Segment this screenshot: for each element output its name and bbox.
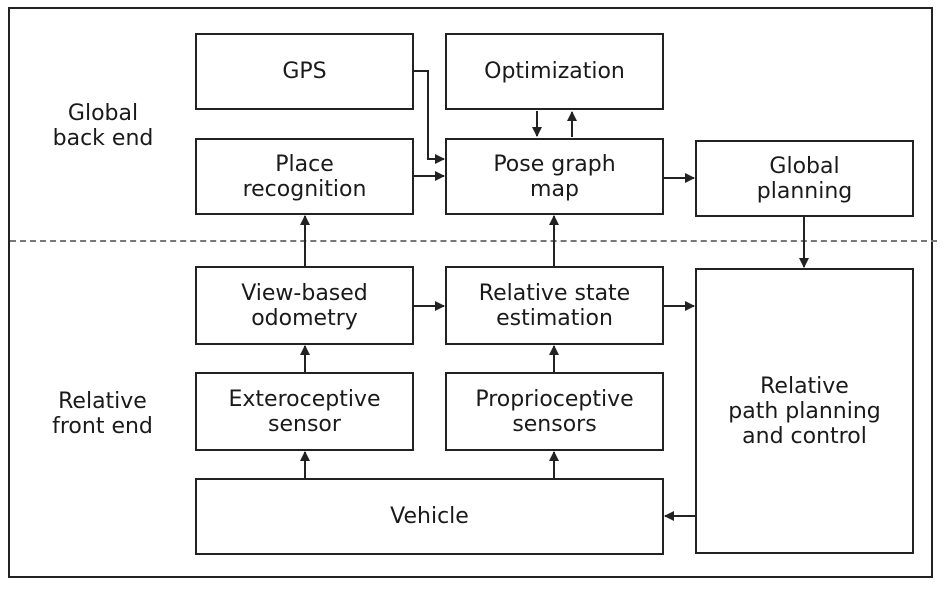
label-relative-front-end: Relative front end [35,389,170,439]
box-proprioceptive-sensors-line-1: Proprioceptive [475,386,634,412]
box-relative-path-planning: Relative path planning and control [695,268,914,554]
box-relative-path-planning-line-3: and control [742,423,867,449]
box-view-based-odometry: View-based odometry [195,266,414,345]
box-relative-path-planning-line-2: path planning [728,398,881,424]
box-relative-path-planning-line-1: Relative [760,373,849,399]
label-global-back-end: Global back end [38,101,168,151]
box-vehicle-text: Vehicle [390,504,469,529]
box-exteroceptive-sensor: Exteroceptive sensor [195,372,414,451]
box-global-planning-line-1: Global [769,153,840,179]
box-place-recognition-line-2: recognition [242,176,367,202]
box-place-recognition-line-1: Place [275,151,334,177]
box-relative-state-estimation-line-2: estimation [496,305,613,331]
box-proprioceptive-sensors: Proprioceptive sensors [445,372,664,451]
box-gps: GPS [195,33,414,110]
label-relative-line-2: front end [52,414,153,439]
box-pose-graph-map-line-2: map [530,176,579,202]
box-global-planning: Global planning [695,140,914,217]
box-optimization: Optimization [445,33,664,110]
box-exteroceptive-sensor-line-1: Exteroceptive [228,386,381,412]
label-global-line-1: Global [67,101,139,126]
box-exteroceptive-sensor-line-2: sensor [268,411,341,437]
box-proprioceptive-sensors-line-2: sensors [512,411,597,437]
box-place-recognition: Place recognition [195,138,414,215]
box-relative-state-estimation-line-1: Relative state [478,280,631,306]
diagram-frame [8,7,933,578]
label-global-line-2: back end [52,126,154,151]
label-relative-line-1: Relative [58,389,147,414]
box-gps-text: GPS [282,59,327,84]
box-relative-state-estimation: Relative state estimation [445,266,664,345]
box-view-based-odometry-line-1: View-based [241,280,368,306]
box-vehicle: Vehicle [195,478,664,555]
box-global-planning-line-2: planning [756,178,853,204]
box-view-based-odometry-line-2: odometry [251,305,358,331]
box-pose-graph-map-line-1: Pose graph [493,151,616,177]
box-pose-graph-map: Pose graph map [445,138,664,215]
box-optimization-text: Optimization [484,59,625,84]
section-divider [10,240,937,242]
